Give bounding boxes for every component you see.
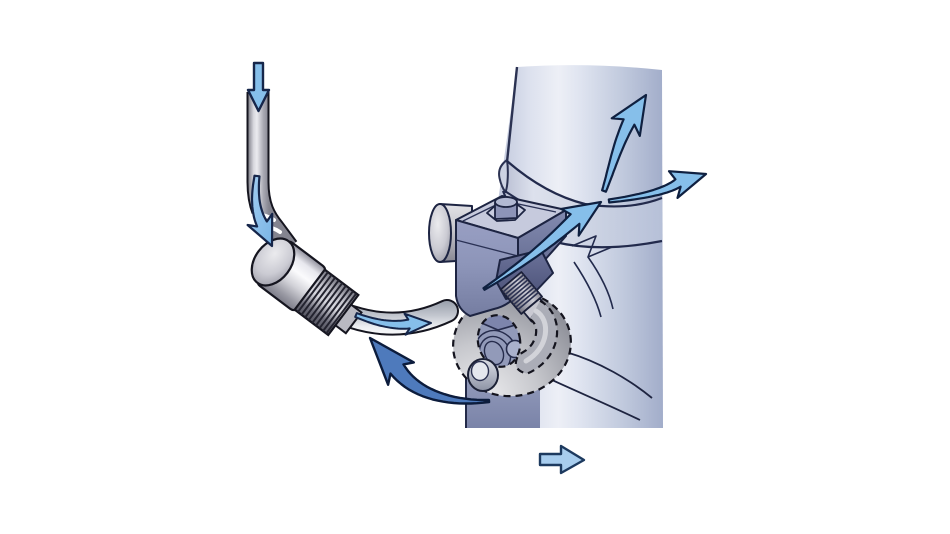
gland-rib-line [506,279,529,298]
pole-left-edge [505,66,519,163]
knurl-rib-line [322,290,354,332]
gland-rib-line [513,286,535,306]
gland-rib-line [515,289,537,308]
bracket-boss-cap [428,203,452,263]
arrow-rotate [368,336,491,405]
band-strap-tail-line-1 [587,256,614,310]
knurl-rib-line [304,276,336,319]
loop-hook-highlight [523,308,549,364]
knurl-rib-line [311,282,344,324]
arrow-along-cable [354,312,432,336]
cable-tail-lines [551,351,653,421]
gland-ribs [502,274,540,311]
dome-bolt-cap [470,360,490,382]
arrow-diagonal-up [482,200,603,291]
bracket-front-seam [455,239,519,257]
gland-rib-line [504,276,527,296]
loop-inner-dash [476,314,522,368]
knurl-rib-line [300,274,333,316]
gland-rib-line [510,284,533,303]
knurl-rib-line [318,287,351,329]
loop-hook-fill [515,300,558,374]
arrow-right-pole [607,170,708,204]
dome-bolt [467,358,499,392]
cable-tail-line-1 [565,351,653,399]
knurl-rib-line [315,285,347,327]
barrel-back-cap [250,237,296,287]
gland-rib-line [502,274,525,293]
cable-tail-line-2 [551,379,641,421]
arrow-along-tube [246,174,274,248]
band-left-ear [498,159,509,193]
gland-rib-line [517,291,540,311]
knurl-rib-line [325,292,358,335]
gland-rib-line [508,281,531,301]
barrel-knurl-ribs [297,271,358,335]
barrel-tail-collar [334,303,363,335]
barrel-connector [250,237,363,337]
band-strap-tail-line-2 [573,261,602,318]
bracket-bolt-top [494,196,518,208]
arrow-continue-right [538,444,586,475]
band-strap-zigzag [571,235,613,258]
arrow-down-entry [246,61,271,113]
arrows [246,61,708,475]
loop-outer-dash [452,290,572,398]
knurl-rib-line [307,279,340,321]
loop-hook [514,299,559,375]
loop-hook-dash [514,299,559,375]
arrow-up-pole [601,93,648,193]
knurl-rib-line [297,271,329,313]
